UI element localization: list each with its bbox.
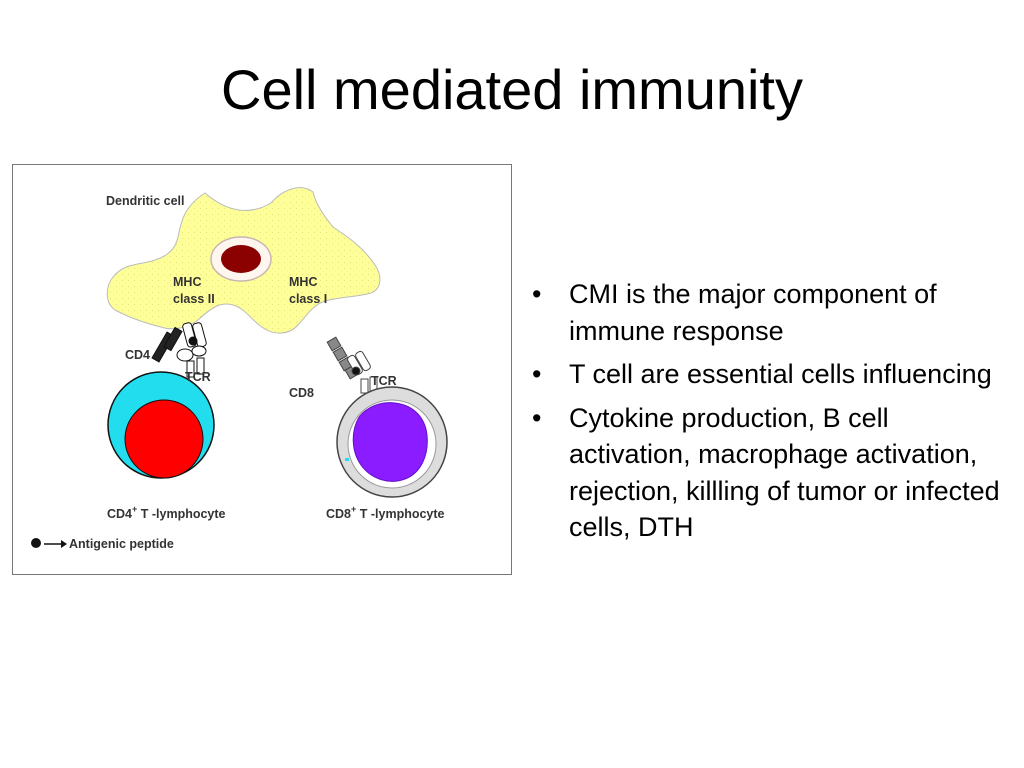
label-antigenic-peptide: Antigenic peptide [69,537,174,551]
cd8-marker [345,458,349,461]
label-mhc-ii-1: MHC [173,275,201,289]
label-tcr-right: TCR [371,374,397,388]
label-cd8-lymphocyte: CD8+ T -lymphocyte [326,504,445,521]
slide-title: Cell mediated immunity [221,58,803,121]
cd8-lymphocyte-nucleus [352,402,428,482]
dendritic-nucleus [221,245,261,273]
bullet-marker: • [532,359,542,389]
cd4-lymphocyte-nucleus [124,399,204,479]
bullet-marker: • [532,279,542,309]
cd4-receptor-complex [151,322,207,378]
bullet-marker: • [532,402,542,433]
antigenic-peptide-dot [31,538,41,548]
immunity-diagram: Dendritic cell MHC class II MHC class I … [12,164,512,575]
label-tcr-left: TCR [185,370,211,384]
bullet-item: • T cell are essential cells influencing [530,356,1010,393]
label-mhc-i-2: class I [289,292,327,306]
diagram-canvas: Dendritic cell MHC class II MHC class I … [31,187,448,551]
bullet-text: Cytokine production, B cell activation, … [569,402,1000,543]
label-mhc-ii-2: class II [173,292,215,306]
bullet-item: • Cytokine production, B cell activation,… [530,400,1010,546]
bullet-item: • CMI is the major component of immune re… [530,276,1010,349]
label-cd4-lymphocyte: CD4+ T -lymphocyte [107,504,226,521]
bullet-list: • CMI is the major component of immune re… [530,276,1010,553]
antigenic-peptide-arrowhead [61,540,67,548]
label-cd8: CD8 [289,386,314,400]
label-mhc-i-1: MHC [289,275,317,289]
bullet-text: T cell are essential cells influencing [569,359,992,389]
label-cd4: CD4 [125,348,150,362]
cd8-receptor-complex [326,336,378,394]
bullet-text: CMI is the major component of immune res… [569,279,937,346]
label-dendritic-cell: Dendritic cell [106,194,185,208]
